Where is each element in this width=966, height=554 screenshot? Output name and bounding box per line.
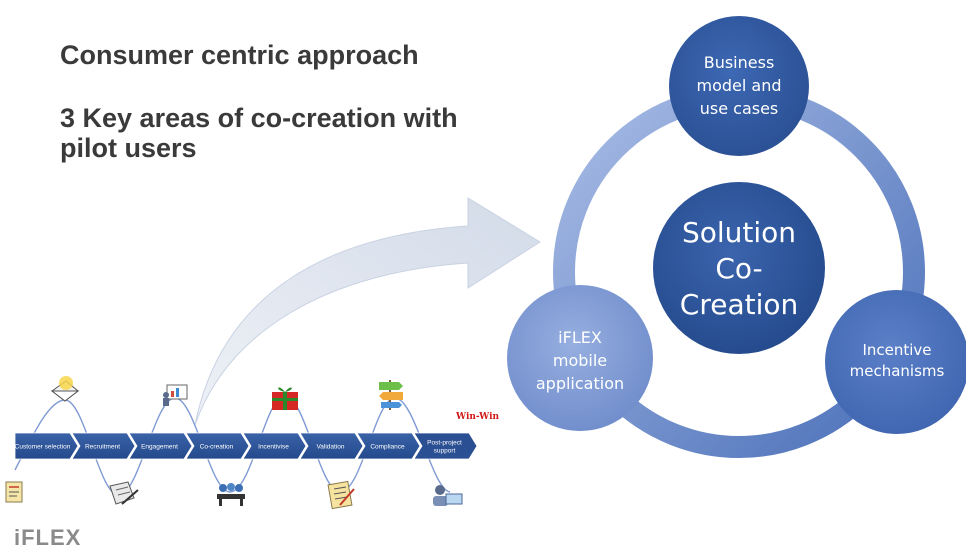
process-step-1 xyxy=(14,432,79,460)
contract-icon xyxy=(109,481,139,505)
left-node xyxy=(507,285,653,431)
right-label-2: mechanisms xyxy=(850,362,945,380)
center-node xyxy=(653,182,825,354)
heading-key-areas: 3 Key areas of co-creation with pilot us… xyxy=(60,103,458,163)
process-step-2 xyxy=(71,432,136,460)
gift-icon xyxy=(272,387,298,410)
process-step-5 xyxy=(242,432,307,460)
process-step-label: support xyxy=(434,448,456,455)
center-label-3: Creation xyxy=(680,288,798,321)
process-step-3 xyxy=(128,432,193,460)
process-step-label: Engagement xyxy=(141,443,178,450)
right-label-1: Incentive xyxy=(862,341,931,359)
top-label-3: use cases xyxy=(700,99,779,118)
left-label-1: iFLEX xyxy=(558,328,602,347)
process-step-label: Validation xyxy=(316,443,344,450)
document-icon xyxy=(5,481,23,503)
center-label-2: Co- xyxy=(715,252,762,285)
left-label-3: application xyxy=(536,374,624,393)
checklist-icon xyxy=(327,480,355,510)
process-step-6 xyxy=(299,432,364,460)
top-label-1: Business xyxy=(704,53,775,72)
right-node xyxy=(825,290,966,434)
center-label-1: Solution xyxy=(682,216,796,249)
process-steps: Customer selection Recruitment Engagement C… xyxy=(14,432,478,460)
top-node xyxy=(669,16,809,156)
presentation-icon xyxy=(163,384,188,406)
flow-arrow xyxy=(194,197,541,426)
meeting-icon xyxy=(217,483,245,506)
process-step-label: Co-creation xyxy=(200,443,234,450)
support-icon xyxy=(433,485,463,506)
process-step-label: Compliance xyxy=(370,443,405,450)
process-step-label: Recruitment xyxy=(85,443,120,450)
signpost-icon xyxy=(379,380,403,410)
process-step-4 xyxy=(185,432,250,460)
win-win-label: Win-Win xyxy=(455,412,500,422)
process-step-8 xyxy=(413,432,478,460)
process-step-label: Customer selection xyxy=(15,443,71,450)
process-step-label: Post-project xyxy=(427,440,462,447)
process-step-7 xyxy=(356,432,421,460)
process-step-label: Incentivise xyxy=(258,443,289,450)
envelope-icon xyxy=(50,376,80,402)
iflex-logo: iFLEX xyxy=(14,525,82,550)
top-label-2: model and xyxy=(696,76,781,95)
left-label-2: mobile xyxy=(553,351,607,370)
heading-consumer-centric: Consumer centric approach xyxy=(60,40,419,70)
